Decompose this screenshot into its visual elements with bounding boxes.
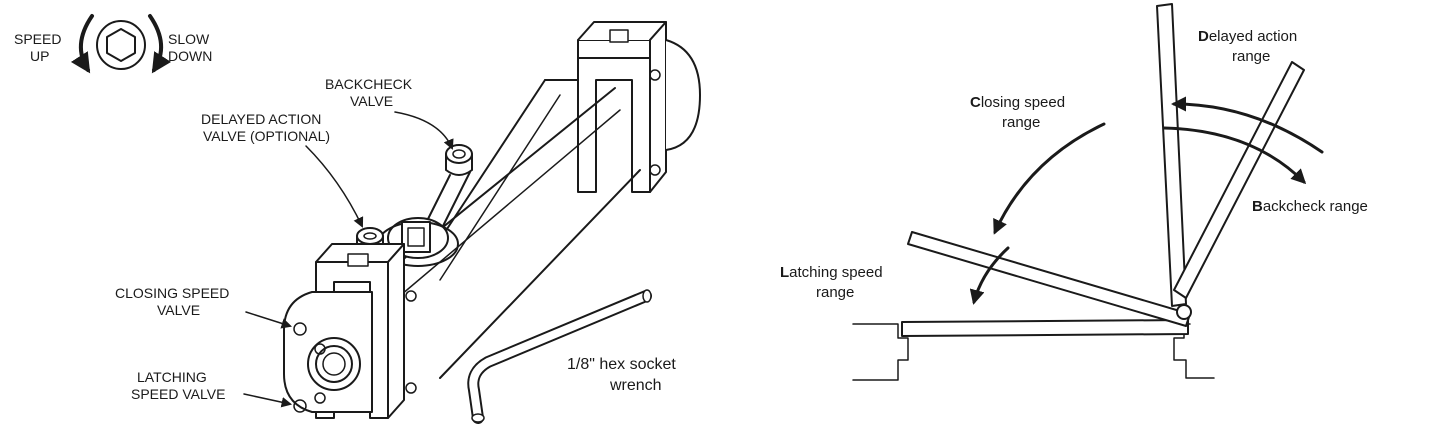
closer-valve-labels: BACKCHECK VALVE DELAYED ACTION VALVE (OP… — [115, 76, 454, 408]
speed-up-label-line1: SPEED — [14, 31, 61, 47]
backcheck-valve-label-line1: BACKCHECK — [325, 76, 413, 92]
latching-speed-valve-icon — [293, 399, 307, 413]
speed-adjust-legend: SPEED UP SLOW DOWN — [14, 14, 212, 74]
slow-down-label-line1: SLOW — [168, 31, 210, 47]
door-backcheck-position — [1173, 61, 1305, 299]
closing-speed-range-label-line2: range — [1002, 114, 1040, 131]
latching-speed-range-label-line2: range — [816, 284, 854, 301]
door-open-position — [1156, 3, 1187, 307]
door-latching-position — [907, 231, 1191, 327]
latching-speed-valve-label-line1: LATCHING — [137, 369, 207, 385]
door-swing-diagram — [852, 3, 1324, 381]
hinge-icon — [1176, 304, 1192, 320]
closing-speed-arrow — [993, 122, 1106, 235]
closing-speed-range-label: Closing speed — [970, 94, 1065, 111]
clockwise-arrow-icon — [148, 14, 172, 74]
delayed-action-range-label: Delayed action — [1198, 28, 1297, 45]
backcheck-range-label: Backcheck range — [1252, 198, 1368, 215]
door-closed — [901, 319, 1189, 337]
backcheck-valve-label-line2: VALVE — [350, 93, 393, 109]
delayed-action-valve-label-line2: VALVE (OPTIONAL) — [203, 128, 330, 144]
frame-left — [852, 323, 909, 381]
delayed-action-arrow — [1171, 96, 1324, 154]
delayed-action-range-label-line2: range — [1232, 48, 1270, 65]
latching-speed-range-label: Latching speed — [780, 264, 883, 281]
closing-speed-valve-label-line2: VALVE — [157, 302, 200, 318]
latching-speed-valve-leader — [243, 393, 293, 408]
door-closer-body — [283, 21, 701, 419]
hex-wrench-icon — [467, 289, 652, 424]
hex-socket-icon — [96, 20, 146, 70]
latching-speed-arrow — [969, 246, 1010, 305]
closing-speed-valve-leader — [245, 311, 293, 329]
closing-speed-valve-icon — [293, 322, 307, 336]
hex-wrench-label-line1: 1/8" hex socket — [567, 356, 676, 373]
delayed-action-valve-label-line1: DELAYED ACTION — [201, 111, 321, 127]
speed-up-label-line2: UP — [30, 48, 49, 64]
backcheck-valve-leader — [394, 111, 454, 150]
counterclockwise-arrow-icon — [70, 14, 94, 74]
range-labels: Delayed action range Closing speed range… — [780, 28, 1368, 301]
hex-wrench-label-line2: wrench — [609, 377, 662, 394]
slow-down-label-line2: DOWN — [168, 48, 212, 64]
delayed-action-valve-leader — [305, 145, 364, 228]
backcheck-arrow — [1162, 126, 1307, 185]
closing-speed-valve-label-line1: CLOSING SPEED — [115, 285, 229, 301]
latching-speed-valve-label-line2: SPEED VALVE — [131, 386, 225, 402]
